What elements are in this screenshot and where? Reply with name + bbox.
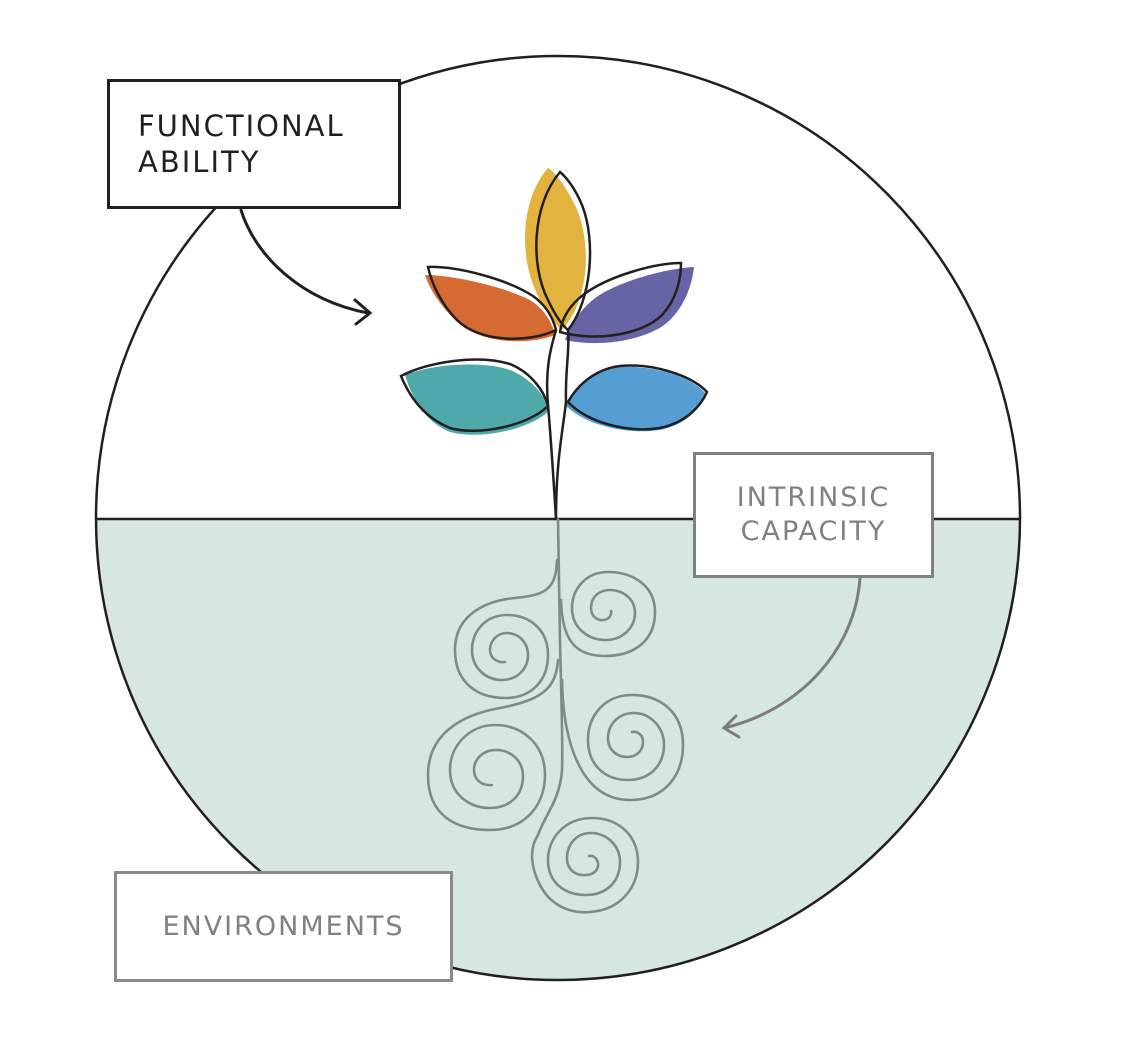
functional-ability-label: FUNCTIONAL ABILITY (107, 79, 401, 209)
leaf-orange (425, 275, 555, 342)
plant-icon (399, 168, 709, 520)
roots-spiral-icon (426, 517, 685, 914)
leaf-purple (565, 267, 694, 344)
leaf-blue (565, 366, 705, 432)
environments-text: ENVIRONMENTS (162, 910, 405, 942)
intrinsic-capacity-label: INTRINSIC CAPACITY (693, 452, 934, 578)
leaf-teal (405, 364, 550, 435)
functional-ability-line-2: ABILITY (138, 145, 261, 179)
arrow-icon (721, 576, 862, 739)
intrinsic-capacity-line-2: CAPACITY (740, 516, 887, 547)
functional-ability-line-1: FUNCTIONAL (138, 108, 345, 143)
intrinsic-capacity-line-1: INTRINSIC (736, 482, 891, 514)
arrow-icon (239, 208, 373, 326)
environments-label: ENVIRONMENTS (114, 871, 453, 982)
